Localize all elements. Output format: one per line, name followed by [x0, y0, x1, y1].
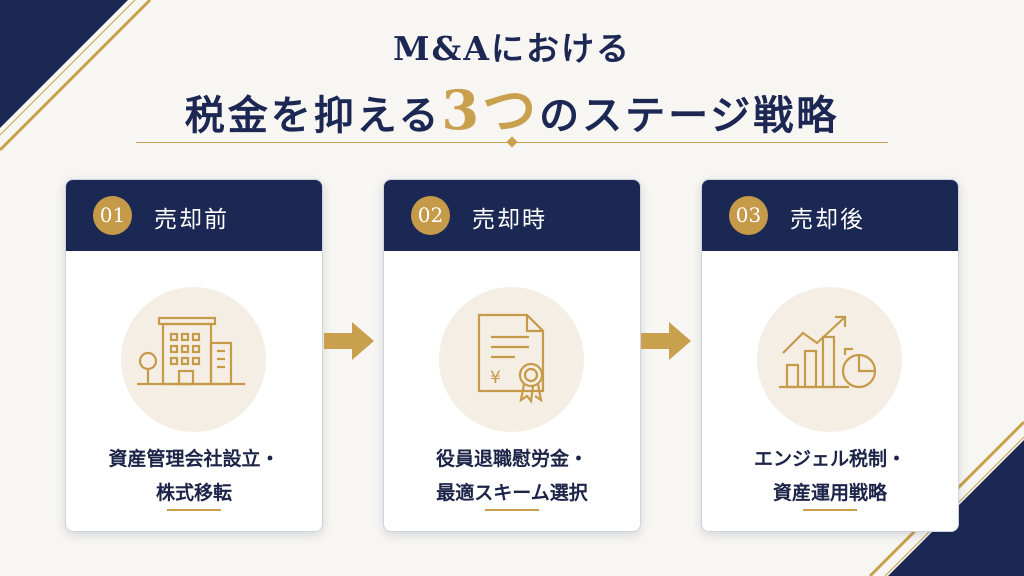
stage-number-badge: 01 [93, 196, 132, 235]
stage-card-2: 02 売却時 ¥ 役員退職慰労金・ 最適スキーム選択 [383, 179, 641, 532]
stage-description-line: エンジェル税制・ [753, 448, 906, 470]
stage-description-rule [485, 509, 539, 511]
growth-chart-icon [779, 315, 877, 389]
stage-card-header: 03 売却後 [702, 180, 958, 251]
title-line-2-post: のステージ戦略 [539, 92, 840, 139]
stage-card-1: 01 売却前 資産管理会社設立・ 株式移転 [65, 179, 323, 532]
stage-description-rule [803, 509, 857, 511]
stage-icon-circle [757, 287, 902, 432]
stage-description-line: 最適スキーム選択 [436, 482, 588, 504]
building-icon [137, 316, 245, 386]
certificate-yen-icon: ¥ [477, 313, 545, 404]
stage-description-line: 資産管理会社設立・ [108, 448, 280, 470]
title-line-2-number: 3つ [441, 78, 540, 142]
arrow-right-icon [324, 322, 374, 360]
stage-description-line: 資産運用戦略 [772, 482, 887, 504]
arrow-right-icon [641, 322, 691, 360]
stage-number-badge: 03 [729, 196, 768, 235]
stage-description: 資産管理会社設立・ 株式移転 [66, 442, 322, 510]
stage-description: エンジェル税制・ 資産運用戦略 [702, 442, 958, 510]
stage-label: 売却後 [790, 207, 865, 233]
svg-text:¥: ¥ [490, 368, 501, 388]
stage-icon-circle: ¥ [439, 287, 584, 432]
stage-label: 売却前 [154, 207, 229, 233]
stage-card-3: 03 売却後 エンジェル税制・ 資産運用戦略 [701, 179, 959, 532]
title-line-1: M&Aにおける [393, 29, 631, 68]
stage-description-line: 株式移転 [155, 482, 232, 504]
title-line-2-pre: 税金を抑える [184, 92, 442, 139]
stage-label: 売却時 [472, 207, 547, 233]
title-line-2: 税金を抑える3つのステージ戦略 [0, 66, 1024, 145]
stage-description-line: 役員退職慰労金・ [435, 448, 588, 470]
stage-card-header: 01 売却前 [66, 180, 322, 251]
stage-description-rule [167, 509, 221, 511]
stage-description: 役員退職慰労金・ 最適スキーム選択 [384, 442, 640, 510]
stage-number-badge: 02 [411, 196, 450, 235]
stage-icon-circle [121, 287, 266, 432]
stage-card-header: 02 売却時 [384, 180, 640, 251]
